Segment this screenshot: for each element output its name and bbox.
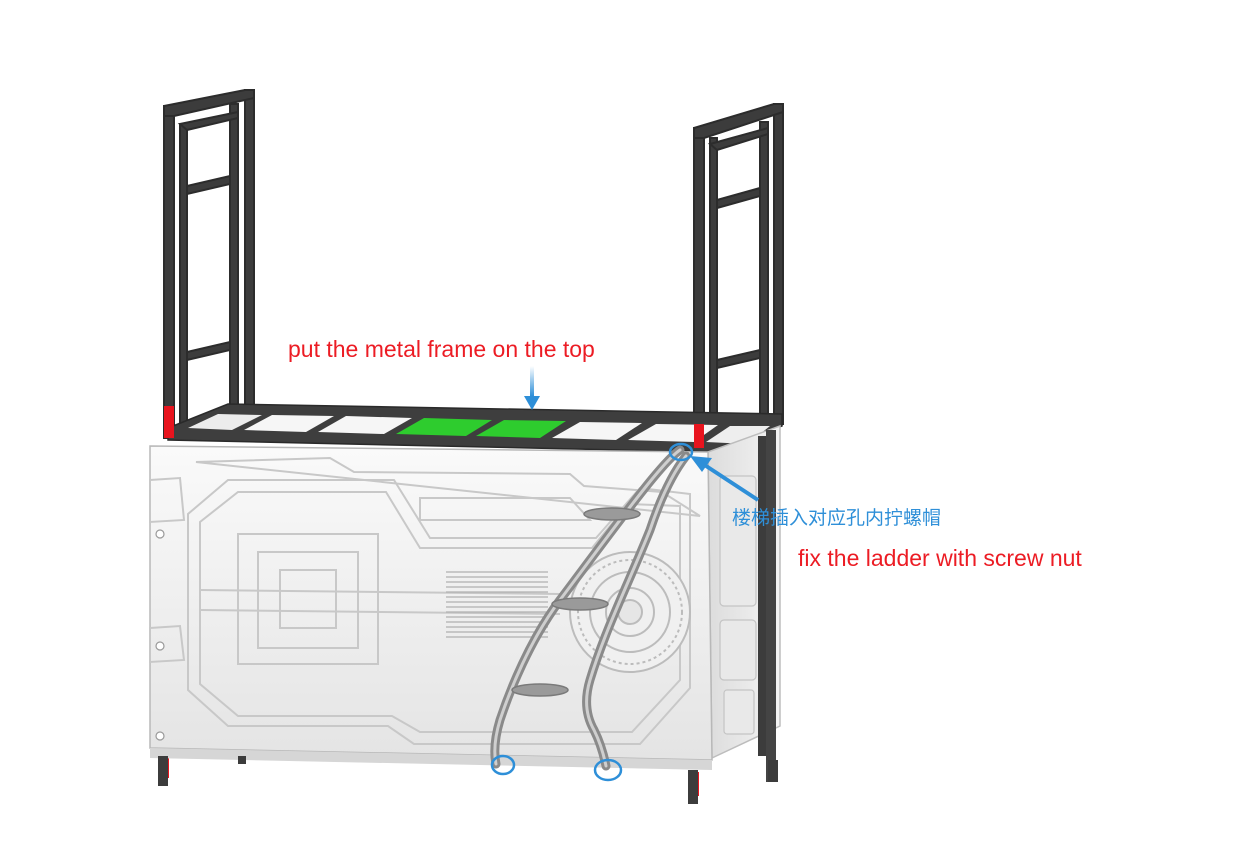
arrow-down-icon bbox=[524, 366, 540, 410]
left-end-frame bbox=[163, 89, 255, 439]
top-metal-frame bbox=[167, 403, 783, 453]
ladder bbox=[490, 445, 691, 771]
highlight-circle-icon bbox=[490, 442, 694, 782]
instruction-ladder-en: fix the ladder with screw nut bbox=[798, 545, 1082, 571]
arrow-pointer-icon bbox=[690, 456, 760, 502]
capsule-body bbox=[149, 424, 781, 804]
instruction-top-frame: put the metal frame on the top bbox=[288, 336, 595, 362]
right-end-frame bbox=[693, 103, 784, 447]
ladder-steps bbox=[511, 507, 641, 697]
instruction-ladder-cn: 楼梯插入对应孔内拧螺帽 bbox=[732, 508, 942, 529]
vent-grille bbox=[446, 571, 548, 638]
